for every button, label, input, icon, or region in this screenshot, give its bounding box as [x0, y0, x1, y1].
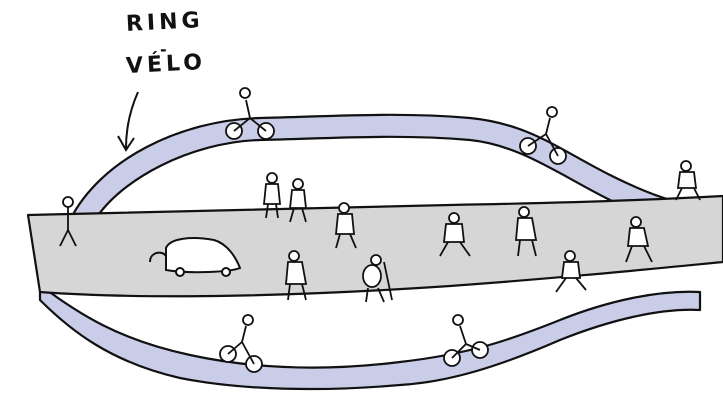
cyclist-icon — [225, 87, 275, 140]
arrow-icon — [117, 91, 139, 152]
ring-velo-label: RING - VÉLO — [120, 7, 230, 80]
pedestrian-icon — [285, 250, 308, 301]
cyclist-icon — [519, 106, 567, 165]
pedestrian-icon — [515, 206, 538, 257]
pedestrian-icon — [625, 216, 653, 263]
pedestrian-icon — [335, 202, 357, 249]
cyclist-icon — [219, 314, 263, 373]
pedestrian-icon — [263, 172, 281, 219]
pedestrian-icon — [555, 250, 587, 293]
pedestrian-icon — [439, 212, 471, 257]
pedestrian-icon — [362, 254, 393, 303]
label-line-1: RING — [125, 7, 205, 38]
pedestrian-icon — [59, 196, 77, 247]
pedestrian-icon — [288, 178, 308, 223]
car-icon — [149, 237, 242, 277]
label-separator: - — [160, 40, 167, 59]
pedestrian-icon — [675, 160, 701, 201]
cyclist-icon — [443, 314, 489, 367]
label-line-2: VÉLO — [125, 49, 207, 80]
